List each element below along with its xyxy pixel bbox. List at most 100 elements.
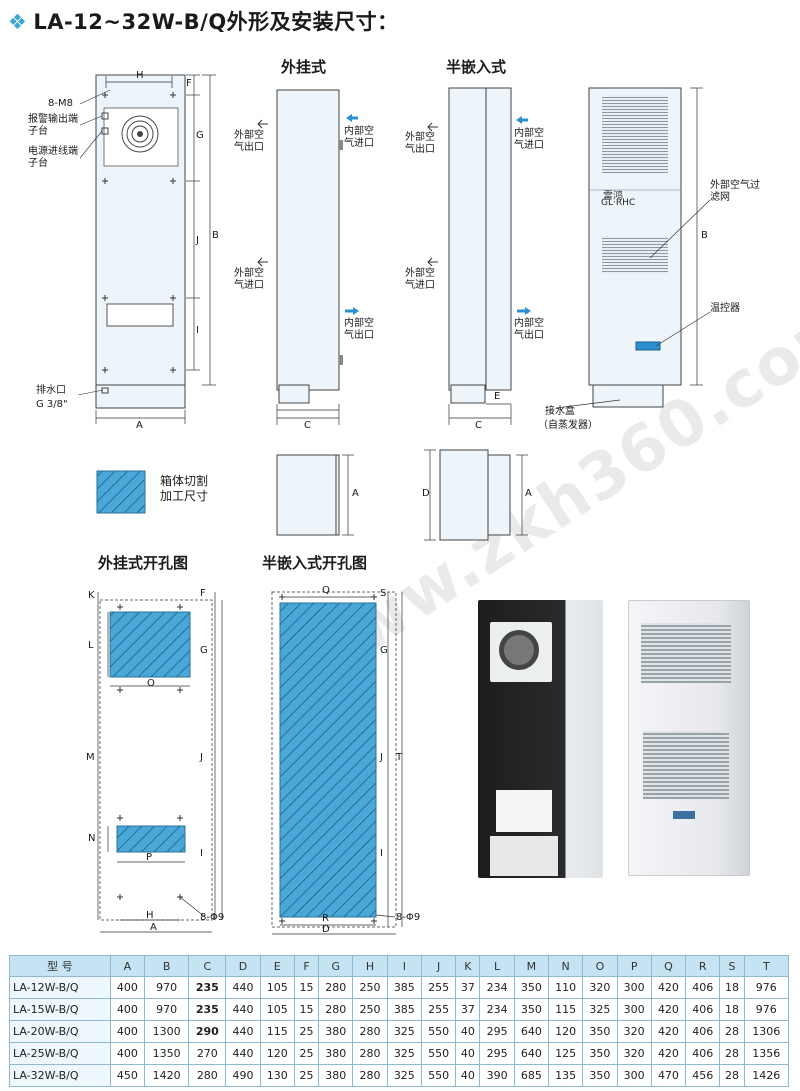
wall-ext-air-out-label: 外部空气出口: [234, 130, 264, 153]
table-row: LA-15W-B/Q 400 970 235 440 105 15 280 25…: [9, 998, 790, 1021]
col-header: D: [225, 955, 261, 977]
table-cell: 280: [352, 1020, 388, 1043]
dim-q: Q: [322, 585, 330, 596]
dim-o: O: [147, 678, 155, 689]
table-cell: 385: [386, 976, 422, 999]
dim-k: K: [88, 590, 95, 601]
wall-ext-air-in-label: 外部空气进口: [234, 268, 264, 291]
table-row: LA-25W-B/Q 400 1350 270 440 120 25 380 2…: [9, 1042, 790, 1065]
dim-c-wall: C: [304, 420, 311, 431]
page-title: ❖LA-12~32W-B/Q外形及安装尺寸：: [8, 6, 399, 36]
table-cell: 290: [188, 1020, 227, 1043]
wall-int-air-out-label: 内部空气出口: [344, 318, 374, 341]
table-cell: 440: [225, 998, 261, 1021]
dim-i-cut: I: [200, 848, 203, 859]
table-cell: 28: [719, 1064, 745, 1087]
diamond-bullet-icon: ❖: [8, 10, 28, 34]
holes-semi-label: 8-Φ9: [396, 912, 421, 923]
table-cell: 440: [225, 976, 261, 999]
holes-wall-label: 8-Φ9: [200, 912, 225, 923]
table-cell: 1356: [743, 1042, 790, 1065]
table-cell: 255: [420, 998, 457, 1021]
table-cell: 235: [188, 976, 227, 999]
table-cell: 350: [582, 1064, 618, 1087]
table-cell: 450: [109, 1064, 146, 1087]
table-cell: 25: [293, 1042, 320, 1065]
table-cell: 350: [513, 976, 550, 999]
table-cell: 250: [352, 998, 388, 1021]
col-header: I: [386, 955, 422, 977]
table-cell: 320: [616, 1020, 652, 1043]
dim-i-cut2: I: [380, 848, 383, 859]
dim-j-cut: J: [200, 752, 203, 763]
table-cell: 250: [352, 976, 388, 999]
page-title-text: LA-12~32W-B/Q外形及安装尺寸：: [33, 10, 399, 34]
table-cell: 15: [293, 998, 320, 1021]
table-cell: 325: [386, 1020, 422, 1043]
table-cell: 28: [719, 1020, 745, 1043]
semi-ext-air-out-label: 外部空气出口: [405, 132, 435, 155]
water-box-label: 接水盒: [545, 406, 575, 417]
dim-d: D: [322, 924, 330, 935]
table-cell: 976: [743, 976, 790, 999]
table-cell: LA-25W-B/Q: [9, 1042, 111, 1065]
table-cell: LA-20W-B/Q: [9, 1020, 111, 1043]
table-cell: 1306: [743, 1020, 790, 1043]
table-cell: 135: [548, 1064, 584, 1087]
table-cell: 300: [616, 998, 652, 1021]
rear-view: GL·RHC: [555, 87, 711, 409]
dim-f-cut: F: [200, 588, 206, 599]
filter-label: 外部空气过滤网: [710, 180, 760, 203]
table-cell: 490: [225, 1064, 261, 1087]
table-cell: 350: [513, 998, 550, 1021]
table-cell: 440: [225, 1042, 261, 1065]
drain-size-label: G 3/8": [36, 399, 68, 410]
table-cell: 400: [109, 1042, 146, 1065]
dim-j-cut2: J: [380, 752, 383, 763]
table-cell: 550: [420, 1020, 457, 1043]
table-cell: 25: [293, 1064, 320, 1087]
thermostat-label: 温控器: [710, 303, 740, 314]
front-view: [77, 74, 216, 424]
table-cell: 406: [685, 976, 721, 999]
col-header: L: [479, 955, 515, 977]
spec-table: 型 号 A B C D E F G H I J K L M N O P Q R …: [9, 955, 790, 1087]
col-header: M: [513, 955, 550, 977]
table-cell: 1420: [144, 1064, 190, 1087]
table-cell: 550: [420, 1064, 457, 1087]
table-cell: 300: [616, 1064, 652, 1087]
table-cell: 18: [719, 998, 745, 1021]
table-cell: 280: [188, 1064, 227, 1087]
product-vent-window: [496, 790, 552, 832]
dim-m: M: [86, 752, 95, 763]
table-cell: 40: [455, 1064, 481, 1087]
product-lower-grille: [643, 731, 729, 799]
water-box-note: （自蒸发器）: [538, 420, 598, 431]
product-thermostat: [673, 811, 695, 819]
table-cell: 325: [386, 1042, 422, 1065]
svg-text:GL·RHC: GL·RHC: [601, 198, 635, 208]
dim-a: A: [136, 420, 143, 431]
table-cell: 406: [685, 1020, 721, 1043]
top-view-semi: [424, 449, 528, 541]
table-cell: 40: [455, 1020, 481, 1043]
alarm-terminal-label: 报警输出端子台: [28, 114, 78, 137]
table-cell: 25: [293, 1020, 320, 1043]
col-header: H: [352, 955, 388, 977]
dim-b: B: [212, 230, 219, 241]
legend-text: 箱体切割 加工尺寸: [160, 474, 208, 504]
dim-i: I: [196, 325, 199, 336]
dim-p: P: [146, 852, 153, 863]
dim-r: R: [322, 913, 329, 924]
table-cell: 550: [420, 1042, 457, 1065]
col-header: F: [293, 955, 320, 977]
col-header: B: [144, 955, 190, 977]
table-cell: 125: [548, 1042, 584, 1065]
cutout-semi-embedded: [271, 591, 403, 935]
table-cell: 40: [455, 1042, 481, 1065]
table-cell: 130: [259, 1064, 295, 1087]
semi-int-air-in-label: 内部空气进口: [514, 128, 544, 151]
dim-g: G: [196, 130, 204, 141]
table-cell: 300: [616, 976, 652, 999]
product-photo-rear: [628, 600, 750, 876]
